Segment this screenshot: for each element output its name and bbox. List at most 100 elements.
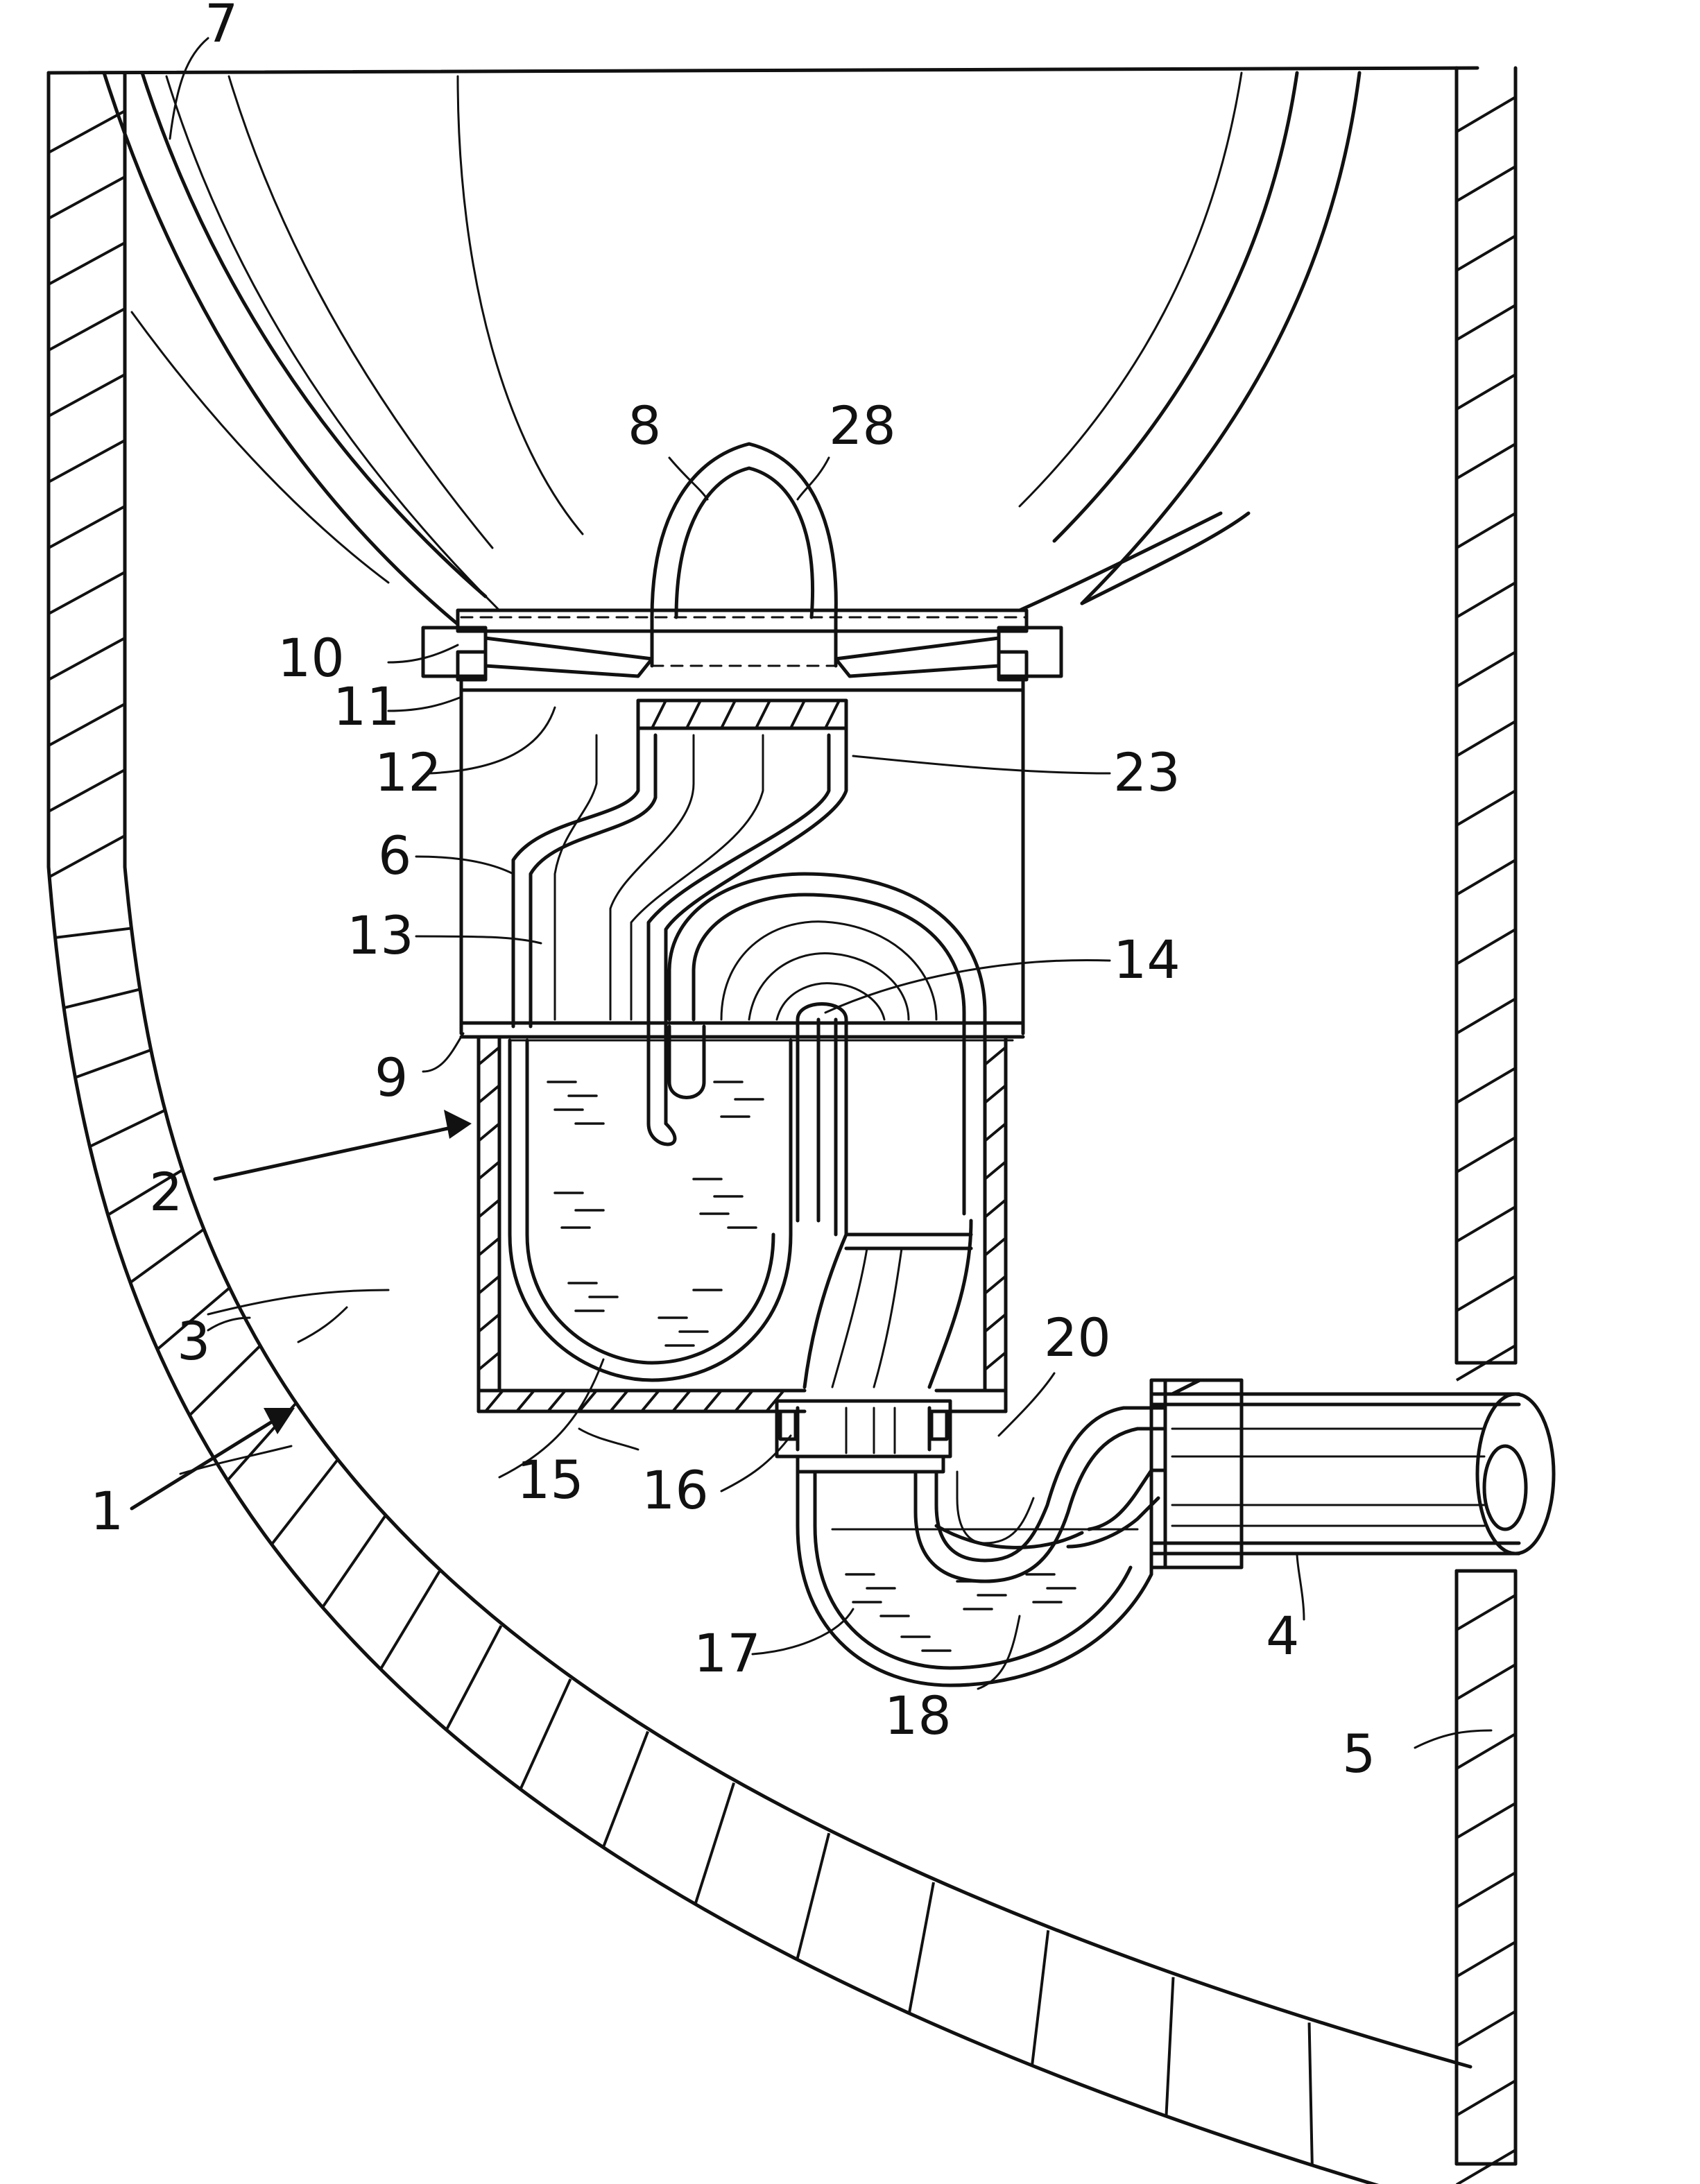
- hatch-stroke: [49, 243, 125, 284]
- label-16: 16: [642, 1459, 709, 1521]
- hatch-stroke: [548, 1391, 565, 1411]
- hatch-stroke: [985, 1200, 1006, 1217]
- hatch-stroke: [479, 1085, 499, 1103]
- label-14: 14: [1113, 929, 1180, 990]
- hatch-stroke: [673, 1391, 690, 1411]
- hatch-stroke: [1457, 1665, 1516, 1699]
- label-4: 4: [1266, 1605, 1299, 1667]
- hatch-stroke: [1457, 860, 1516, 895]
- label-11: 11: [333, 676, 400, 737]
- wall: [1457, 68, 1516, 2184]
- hatch-stroke: [479, 1238, 499, 1255]
- hatch-stroke: [985, 1276, 1006, 1293]
- hatch-stroke: [520, 1679, 570, 1789]
- hatch-stroke: [64, 989, 140, 1008]
- leader-lines: [170, 38, 1491, 1748]
- hatch-stroke: [603, 1732, 648, 1848]
- hatch-stroke: [49, 177, 125, 218]
- label-28: 28: [829, 395, 896, 456]
- hatch-stroke: [479, 1124, 499, 1141]
- hatch-stroke: [1457, 2150, 1516, 2184]
- hatch-stroke: [1457, 1873, 1516, 1907]
- hatch-stroke: [985, 1047, 1006, 1065]
- label-17: 17: [694, 1622, 761, 1684]
- hatch-stroke: [479, 1352, 499, 1370]
- hatch-stroke: [1457, 2081, 1516, 2115]
- hatch-stroke: [1457, 652, 1516, 687]
- hatch-stroke: [1457, 444, 1516, 479]
- hatch-stroke: [1457, 2011, 1516, 2046]
- hatch-stroke: [49, 309, 125, 350]
- hatch-stroke: [517, 1391, 534, 1411]
- hatch-stroke: [1457, 929, 1516, 964]
- chamber-wall-hatching: [479, 1047, 1006, 1411]
- hatch-stroke: [985, 1124, 1006, 1141]
- hatch-stroke: [49, 111, 125, 153]
- label-15: 15: [517, 1449, 584, 1511]
- hatch-stroke: [49, 704, 125, 746]
- hatch-stroke: [1457, 305, 1516, 340]
- hatch-stroke: [985, 1162, 1006, 1179]
- hatch-stroke: [1457, 1734, 1516, 1769]
- label-12: 12: [375, 741, 442, 803]
- hatch-stroke: [1310, 2022, 1312, 2165]
- hatch-stroke: [610, 1391, 628, 1411]
- hatch-stroke: [130, 1229, 204, 1282]
- hatch-stroke: [486, 1391, 503, 1411]
- hatch-stroke: [1457, 999, 1516, 1033]
- water-p-trap: [846, 1574, 1075, 1651]
- hatch-stroke: [49, 572, 125, 614]
- label-3: 3: [177, 1310, 210, 1372]
- water-upper-trap: [548, 1082, 763, 1345]
- label-1: 1: [90, 1480, 123, 1542]
- hatch-stroke: [695, 1783, 734, 1904]
- label-8: 8: [628, 395, 661, 456]
- hatch-stroke: [1032, 1930, 1048, 2065]
- label-9: 9: [375, 1047, 408, 1108]
- hatch-stroke: [479, 1162, 499, 1179]
- hatch-stroke: [49, 638, 125, 680]
- hatch-stroke: [75, 1050, 151, 1078]
- wall-hatching: [1457, 97, 1516, 2184]
- hatch-stroke: [985, 1085, 1006, 1103]
- lower-trap-chamber: [461, 1023, 1023, 1411]
- hatch-stroke: [985, 1352, 1006, 1370]
- hatch-stroke: [55, 928, 131, 938]
- label-23: 23: [1113, 741, 1180, 803]
- hatch-stroke: [479, 1314, 499, 1332]
- hatch-stroke: [272, 1461, 337, 1545]
- label-7: 7: [205, 0, 238, 54]
- hatch-stroke: [1457, 1276, 1516, 1311]
- hatch-stroke: [381, 1572, 440, 1669]
- hatch-stroke: [1457, 236, 1516, 270]
- hatch-stroke: [1457, 1595, 1516, 1630]
- hatch-stroke: [49, 440, 125, 482]
- hatch-stroke: [1166, 1977, 1173, 2117]
- hatch-stroke: [479, 1200, 499, 1217]
- hatch-stroke: [909, 1882, 934, 2013]
- hatch-stroke: [479, 1276, 499, 1293]
- hatch-stroke: [89, 1110, 164, 1146]
- hatch-stroke: [1457, 1207, 1516, 1241]
- hatch-stroke: [447, 1626, 501, 1730]
- hatch-stroke: [1457, 1068, 1516, 1103]
- label-2: 2: [149, 1161, 182, 1223]
- hatch-stroke: [1457, 721, 1516, 756]
- hatch-stroke: [704, 1391, 721, 1411]
- reference-numerals: 7 8 28 10 11 12 23 6 13 14 9 2 3 20 1 15…: [90, 0, 1375, 1785]
- hatch-stroke: [797, 1833, 829, 1959]
- hatch-stroke: [642, 1391, 659, 1411]
- hatch-stroke: [1457, 166, 1516, 201]
- hatch-stroke: [1457, 97, 1516, 132]
- hatch-stroke: [49, 506, 125, 548]
- shell-hatching: [49, 111, 1312, 2165]
- label-20: 20: [1044, 1307, 1111, 1368]
- hatch-stroke: [985, 1238, 1006, 1255]
- hatch-stroke: [1457, 375, 1516, 409]
- urinal-outer-shell: [49, 68, 1477, 2184]
- drain-pipe: [1151, 1380, 1554, 1567]
- hatch-stroke: [323, 1516, 385, 1607]
- label-6: 6: [378, 825, 411, 886]
- hatch-stroke: [49, 836, 125, 877]
- label-5: 5: [1342, 1723, 1375, 1785]
